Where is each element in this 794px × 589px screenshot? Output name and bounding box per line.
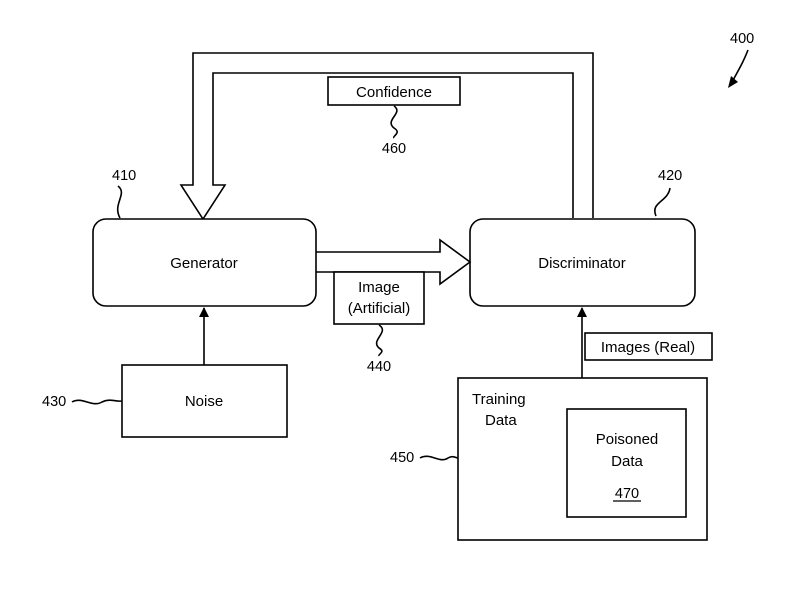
poisoned-data-ref: 470 [615, 486, 639, 502]
discriminator-ref-leader [654, 187, 671, 217]
image-artificial-label-line1: Image [358, 279, 400, 296]
images-real-label-box [584, 332, 713, 361]
discriminator-label: Discriminator [538, 255, 626, 272]
poisoned-data-label-line1: Poisoned [596, 431, 659, 448]
generator-label: Generator [170, 255, 238, 272]
image-artificial-label-line2: (Artificial) [348, 300, 411, 317]
training-data-label-line2: Data [485, 412, 517, 429]
generator-box [92, 218, 317, 307]
images-real-label: Images (Real) [601, 339, 695, 356]
training-data-label-line1: Training [472, 391, 526, 408]
poisoned-data-box [566, 408, 687, 518]
figure-number: 400 [730, 31, 754, 47]
noise-box [121, 364, 288, 438]
confidence-label: Confidence [356, 84, 432, 101]
training-data-ref-leader [419, 455, 459, 461]
poisoned-data-label-line2: Data [611, 453, 643, 470]
discriminator-ref: 420 [658, 168, 682, 184]
training-data-ref: 450 [390, 450, 414, 466]
image-artificial-label-box [333, 271, 425, 325]
noise-ref: 430 [42, 394, 66, 410]
figure-number-leader [731, 49, 749, 83]
generator-ref-leader [116, 185, 123, 219]
noise-label: Noise [185, 393, 223, 410]
noise-ref-leader [71, 399, 123, 405]
confidence-ref: 460 [382, 141, 406, 157]
generator-ref: 410 [112, 168, 136, 184]
figure-number-arrowhead [728, 76, 738, 88]
confidence-label-box [327, 76, 461, 106]
image-artificial-ref: 440 [367, 359, 391, 375]
generator-to-discriminator-arrow [316, 238, 472, 286]
image-artificial-ref-leader [375, 324, 384, 357]
confidence-ref-leader [390, 105, 398, 139]
